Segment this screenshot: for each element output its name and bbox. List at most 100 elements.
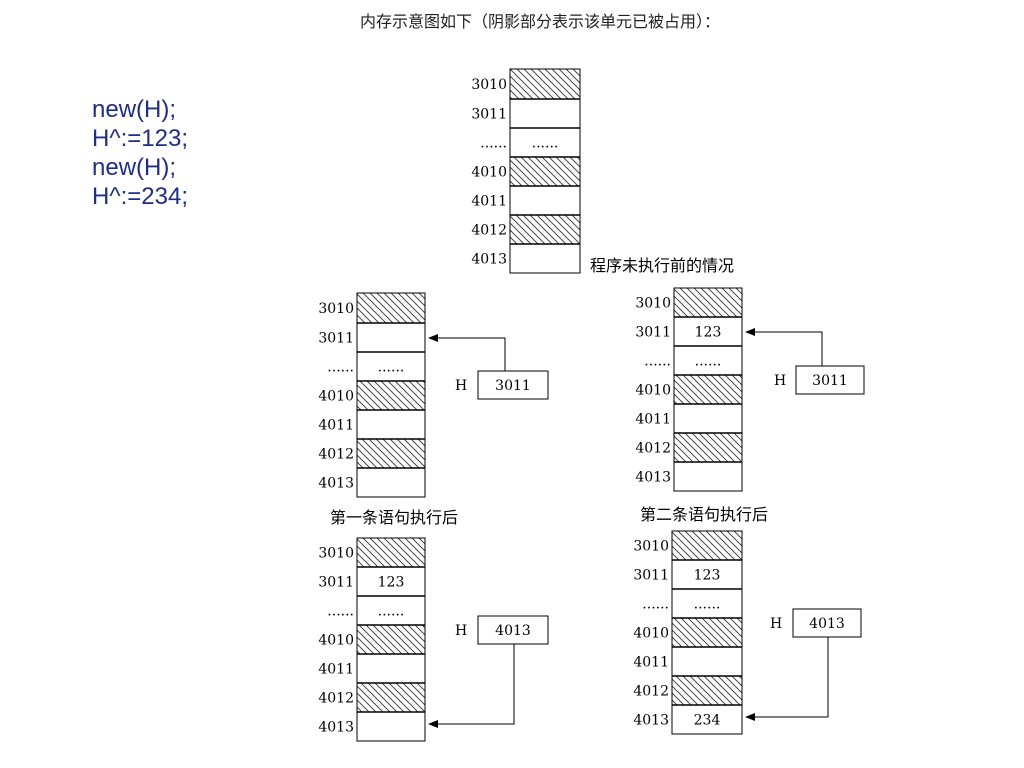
memory-address-label: ...... [644, 354, 671, 370]
code-line: new(H); [92, 96, 177, 123]
memory-address-label: 4011 [471, 194, 507, 210]
memory-cell [356, 653, 426, 684]
code-line: H^:=123; [92, 125, 188, 152]
memory-address-label: 3011 [635, 325, 671, 341]
occupied-memory-cell [356, 380, 426, 411]
memory-address-label: 3010 [318, 546, 354, 562]
memory-address-label: ...... [642, 597, 669, 613]
memory-cell-value: 123 [378, 575, 405, 591]
occupied-memory-cell [671, 530, 743, 561]
memory-address-label: 4013 [318, 476, 354, 492]
memory-address-label: 4012 [471, 223, 507, 239]
memory-cell [673, 316, 743, 347]
memory-address-label: ...... [480, 136, 507, 152]
memory-address-label: 3011 [471, 107, 507, 123]
memory-address-label: 4012 [633, 684, 669, 700]
memory-cell [356, 351, 426, 382]
pointer-label: H [774, 373, 786, 389]
memory-address-label: 4010 [635, 383, 671, 399]
memory-cell-value: 123 [694, 568, 721, 584]
pointer-arrow [428, 644, 515, 728]
memory-address-label: 3010 [471, 77, 507, 93]
pointer-value: 3011 [812, 373, 848, 389]
memory-address-label: 4013 [318, 720, 354, 736]
memory-cell-value: ...... [378, 604, 405, 620]
memory-cell [356, 711, 426, 742]
pointer-value: 4013 [809, 616, 845, 632]
memory-address-label: 3011 [318, 575, 354, 591]
memory-address-label: ...... [327, 604, 354, 620]
memory-address-label: 4013 [635, 470, 671, 486]
memory-cell [671, 559, 743, 590]
occupied-memory-cell [356, 292, 426, 324]
memory-address-label: 4012 [318, 447, 354, 463]
memory-cell [356, 467, 426, 498]
memory-address-label: 3011 [633, 568, 669, 584]
memory-address-label: 4010 [633, 626, 669, 642]
pointer-value: 4013 [495, 623, 531, 639]
occupied-memory-cell [356, 682, 426, 713]
memory-address-label: ...... [327, 360, 354, 376]
memory-cell [509, 243, 581, 274]
occupied-memory-cell [509, 214, 581, 245]
memory-address-label: 3011 [318, 331, 354, 347]
pointer-value: 3011 [495, 378, 531, 394]
occupied-memory-cell [509, 156, 581, 187]
code-line: new(H); [92, 154, 177, 181]
pointer-box [795, 365, 865, 395]
memory-address-label: 4010 [471, 165, 507, 181]
memory-cell-value: ...... [694, 597, 721, 613]
memory-cell [671, 646, 743, 677]
memory-address-label: 3010 [635, 296, 671, 312]
occupied-memory-cell [356, 438, 426, 469]
pointer-arrow [428, 334, 506, 371]
memory-address-label: 4010 [318, 633, 354, 649]
memory-address-label: 4013 [471, 252, 507, 268]
memory-cell-value: ...... [378, 360, 405, 376]
page-title: 内存示意图如下（阴影部分表示该单元已被占用）： [359, 12, 720, 31]
memory-address-label: 4011 [635, 412, 671, 428]
memory-cell [673, 403, 743, 434]
memory-address-label: 3010 [318, 301, 354, 317]
memory-cell [509, 98, 581, 129]
memory-address-label: 4011 [318, 418, 354, 434]
memory-address-label: 4012 [635, 441, 671, 457]
memory-cell-value: 234 [694, 713, 721, 729]
memory-cell [671, 704, 743, 735]
diagram-caption: 第二条语句执行后 [640, 505, 768, 524]
memory-cell-value: ...... [532, 136, 559, 152]
pointer-label: H [455, 623, 467, 639]
occupied-memory-cell [671, 617, 743, 648]
diagram-caption: 程序未执行前的情况 [590, 256, 734, 275]
code-line: H^:=234; [92, 183, 188, 210]
memory-cell [356, 409, 426, 440]
occupied-memory-cell [673, 374, 743, 405]
occupied-memory-cell [671, 675, 743, 706]
memory-cell-value: 123 [695, 325, 722, 341]
occupied-memory-cell [509, 68, 581, 100]
memory-address-label: 3010 [633, 539, 669, 555]
memory-cell [356, 595, 426, 626]
pointer-box [477, 370, 549, 400]
pointer-label: H [455, 378, 467, 394]
pointer-arrow [745, 637, 829, 721]
memory-cell [671, 588, 743, 619]
pointer-arrow [745, 328, 823, 366]
memory-cell [509, 185, 581, 216]
memory-cell [673, 461, 743, 492]
memory-address-label: 4013 [633, 713, 669, 729]
memory-cell-value: ...... [695, 354, 722, 370]
memory-cell [356, 322, 426, 353]
pointer-box [792, 608, 862, 638]
occupied-memory-cell [356, 537, 426, 568]
occupied-memory-cell [356, 624, 426, 655]
occupied-memory-cell [673, 432, 743, 463]
memory-address-label: 4012 [318, 691, 354, 707]
occupied-memory-cell [673, 287, 743, 318]
pointer-box [477, 615, 549, 645]
pointer-label: H [770, 616, 782, 632]
diagram-caption: 第一条语句执行后 [330, 508, 458, 527]
memory-address-label: 4011 [318, 662, 354, 678]
memory-cell [356, 566, 426, 597]
